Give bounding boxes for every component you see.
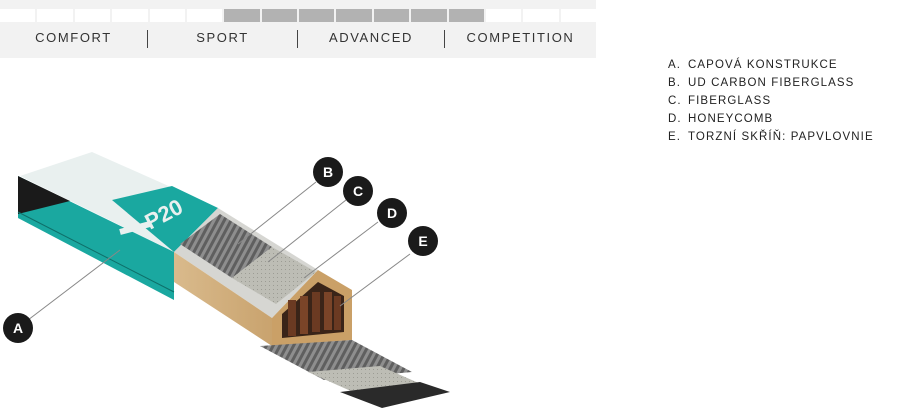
callout-d-letter: D (387, 205, 397, 221)
layer-fiberglass-top (232, 247, 316, 304)
scale-segment-active (224, 9, 260, 22)
scale-segment (0, 9, 36, 22)
callout-e: E (408, 226, 438, 256)
callout-e-letter: E (418, 233, 427, 249)
leader-line-e (339, 253, 411, 307)
cap-edge-line (17, 211, 175, 293)
leader-line-a (27, 249, 121, 321)
scale-segment-active (448, 9, 484, 22)
legend-label: TORZNÍ SKŘÍŇ: PAPVLOVNIE (688, 131, 874, 143)
level-competition: COMPETITION (466, 30, 575, 45)
scale-segment-active (373, 9, 410, 22)
legend-item: B. UD CARBON FIBERGLASS (668, 74, 874, 92)
scale-segment (37, 9, 73, 22)
cap-top-accent (112, 186, 218, 252)
level-divider (297, 30, 298, 48)
leader-line-d (303, 221, 379, 279)
callout-a-letter: A (13, 320, 23, 336)
callout-b: B (313, 157, 343, 187)
scale-segment-active (261, 9, 297, 22)
ski-cross-section-diagram: P20 A B C D E (3, 152, 450, 408)
level-divider (147, 30, 148, 48)
legend-item: C. FIBERGLASS (668, 92, 874, 110)
layer-legend: A. CAPOVÁ KONSTRUKCE B. UD CARBON FIBERGLA… (668, 56, 874, 146)
legend-item: A. CAPOVÁ KONSTRUKCE (668, 56, 874, 74)
honeycomb-cell (334, 296, 341, 330)
leader-line-c (267, 199, 347, 263)
scale-segment (523, 9, 559, 22)
scale-segment-active (411, 9, 447, 22)
layer-ud-carbon (180, 214, 272, 278)
legend-label: UD CARBON FIBERGLASS (688, 77, 855, 89)
callout-d: D (377, 198, 407, 228)
leader-line-b (237, 181, 317, 245)
scale-segment (149, 9, 185, 22)
scale-segment (74, 9, 111, 22)
base-layer (340, 382, 450, 408)
legend-item: E. TORZNÍ SKŘÍŇ: PAPVLOVNIE (668, 128, 874, 146)
honeycomb-cell (288, 300, 296, 336)
scale-segment (186, 9, 223, 22)
callout-c: C (343, 176, 373, 206)
flex-scale-panel: COMFORT SPORT ADVANCED COMPETITION (0, 0, 596, 58)
callout-b-letter: B (323, 164, 333, 180)
scale-segment (560, 9, 596, 22)
cap-tip-black (18, 176, 70, 214)
legend-label: HONEYCOMB (688, 113, 774, 125)
level-divider (444, 30, 445, 48)
callout-a: A (3, 313, 33, 343)
legend-item: D. HONEYCOMB (668, 110, 874, 128)
legend-label: FIBERGLASS (688, 95, 772, 107)
flex-scale-labels: COMFORT SPORT ADVANCED COMPETITION (0, 22, 596, 54)
honeycomb-cell (312, 292, 320, 332)
scale-segment (485, 9, 522, 22)
legend-key: E. (668, 131, 682, 143)
level-advanced: ADVANCED (328, 30, 414, 45)
legend-key: A. (668, 59, 682, 71)
flex-scale-bar (0, 9, 596, 22)
legend-key: B. (668, 77, 682, 89)
level-sport: SPORT (196, 30, 249, 45)
scale-segment-active (336, 9, 372, 22)
honeycomb-cell (324, 292, 332, 330)
cap-stripe (119, 221, 151, 235)
wood-core-side (174, 252, 272, 346)
cap-side-face (18, 176, 174, 300)
legend-label: CAPOVÁ KONSTRUKCE (688, 59, 838, 71)
legend-key: C. (668, 95, 682, 107)
callout-c-letter: C (353, 183, 363, 199)
scale-segment (112, 9, 148, 22)
honeycomb-cell (300, 296, 308, 334)
level-comfort: COMFORT (35, 30, 112, 45)
legend-key: D. (668, 113, 682, 125)
scale-segment-active (299, 9, 335, 22)
